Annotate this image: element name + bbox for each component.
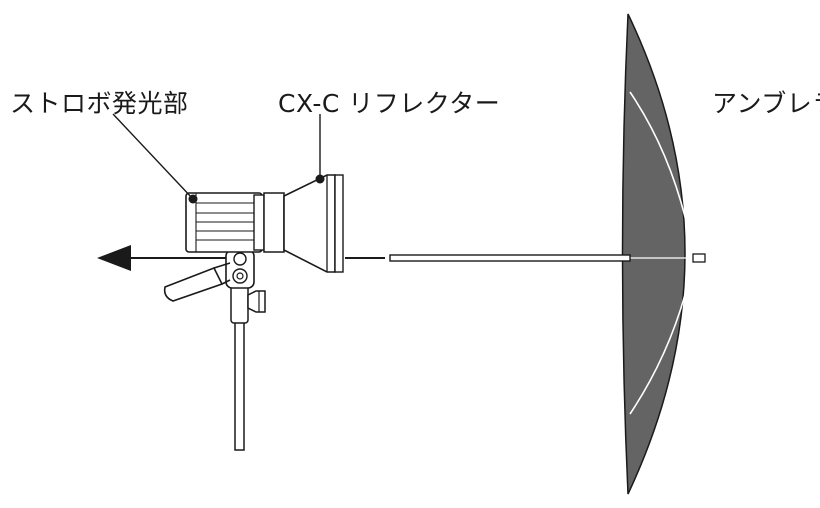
strobe-leader-line <box>112 113 194 200</box>
umbrella-rib-upper <box>629 91 694 254</box>
arrow-left-icon <box>97 245 240 271</box>
umbrella-label: アンブレラ <box>712 89 820 118</box>
strobe-leader-dot <box>188 194 198 204</box>
leader-lines <box>112 113 325 204</box>
reflector-leader-dot <box>315 174 325 184</box>
stand-knob <box>247 290 266 313</box>
umbrella <box>621 13 706 495</box>
strobe-mount <box>225 249 255 289</box>
light-stand <box>230 284 266 451</box>
umbrella-rib-lower <box>629 261 694 415</box>
strobe-handle <box>163 262 231 302</box>
strobe-head-label: ストロボ発光部 <box>10 89 189 118</box>
umbrella-canopy <box>621 13 686 495</box>
umbrella-shaft <box>345 254 631 262</box>
strobe-head <box>185 192 285 253</box>
umbrella-tip <box>692 253 706 263</box>
reflector <box>283 174 344 273</box>
reflector-label: CX-C リフレクター <box>278 89 501 118</box>
